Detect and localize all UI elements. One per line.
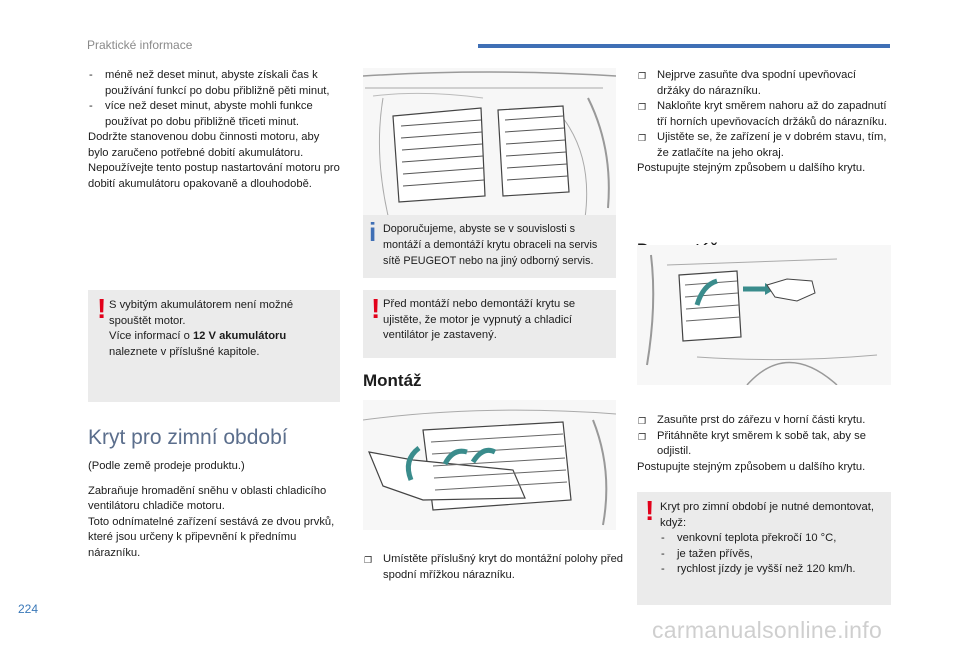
column-3-steps: ❐Nejprve zasuňte dva spodní upevňovací d…	[637, 68, 891, 177]
exclamation-icon: !	[371, 293, 381, 324]
arrow-right-outline-icon: ❐	[638, 431, 647, 442]
warning-box: ! Před montáží nebo demontáží krytu se u…	[363, 290, 616, 358]
bullet-marker: -	[661, 532, 665, 544]
column-3-steps2: ❐Zasuňte prst do zářezu v horní části kr…	[637, 413, 891, 475]
section-heading-montaz: Montáž	[363, 371, 422, 390]
bullet-marker: -	[661, 563, 665, 575]
step-item: ❐Umístěte příslušný kryt do montážní pol…	[364, 553, 624, 581]
section-title: Kryt pro zimní období	[88, 426, 288, 449]
paragraph: Postupujte stejným způsobem u dalšího kr…	[637, 162, 866, 174]
list-item: -méně než deset minut, abyste získali ča…	[89, 69, 330, 97]
paragraph: Nepoužívejte tento postup nastartování m…	[88, 162, 340, 190]
watermark: carmanualsonline.info	[652, 617, 883, 643]
list-item: -je tažen přívěs,	[660, 547, 882, 563]
arrow-right-outline-icon: ❐	[638, 71, 647, 81]
warning-box: ! S vybitým akumulátorem není možné spou…	[88, 290, 340, 402]
info-box: i Doporučujeme, abyste se v souvislosti …	[363, 215, 616, 278]
grille-mounting-illustration	[363, 400, 616, 530]
exclamation-icon: !	[97, 293, 107, 324]
page-number: 224	[18, 602, 39, 616]
bullet-marker: -	[89, 100, 93, 112]
info-i-icon: i	[369, 217, 377, 247]
bullet-marker: -	[89, 69, 93, 81]
step-item: ❐Nejprve zasuňte dva spodní upevňovací d…	[638, 69, 857, 97]
arrow-right-outline-icon: ❐	[638, 416, 647, 426]
list-item: -více než deset minut, abyste mohli funk…	[89, 100, 313, 128]
bullet-marker: -	[661, 547, 665, 560]
paragraph: Postupujte stejným způsobem u dalšího kr…	[637, 460, 866, 473]
arrow-right-outline-icon: ❐	[638, 102, 647, 112]
step-item: ❐Nakloňte kryt směrem nahoru až do zapad…	[638, 100, 888, 128]
step-item: ❐Ujistěte se, že zařízení je v dobrém st…	[638, 131, 887, 159]
exclamation-icon: !	[645, 495, 655, 526]
warning-box: ! Kryt pro zimní období je nutné demonto…	[637, 492, 891, 605]
step-item: ❐Zasuňte prst do zářezu v horní části kr…	[637, 413, 891, 429]
arrow-right-outline-icon: ❐	[364, 555, 373, 565]
arrow-right-outline-icon: ❐	[638, 133, 647, 143]
paragraph: Dodržte stanovenou dobu činnosti motoru,…	[88, 131, 320, 159]
grille-removal-illustration	[637, 245, 891, 385]
column-1-text: -méně než deset minut, abyste získali ča…	[88, 68, 340, 192]
header-accent-bar	[478, 44, 890, 48]
grille-illustration	[363, 68, 616, 238]
list-item: -venkovní teplota překročí 10 °C,	[660, 531, 882, 547]
list-item: -rychlost jízdy je vyšší než 120 km/h.	[660, 562, 882, 578]
section-header: Praktické informace	[87, 38, 193, 52]
column-1-desc: (Podle země prodeje produktu.) Zabraňuje…	[88, 460, 335, 559]
step-item: ❐Přitáhněte kryt směrem k sobě tak, aby …	[638, 429, 866, 458]
